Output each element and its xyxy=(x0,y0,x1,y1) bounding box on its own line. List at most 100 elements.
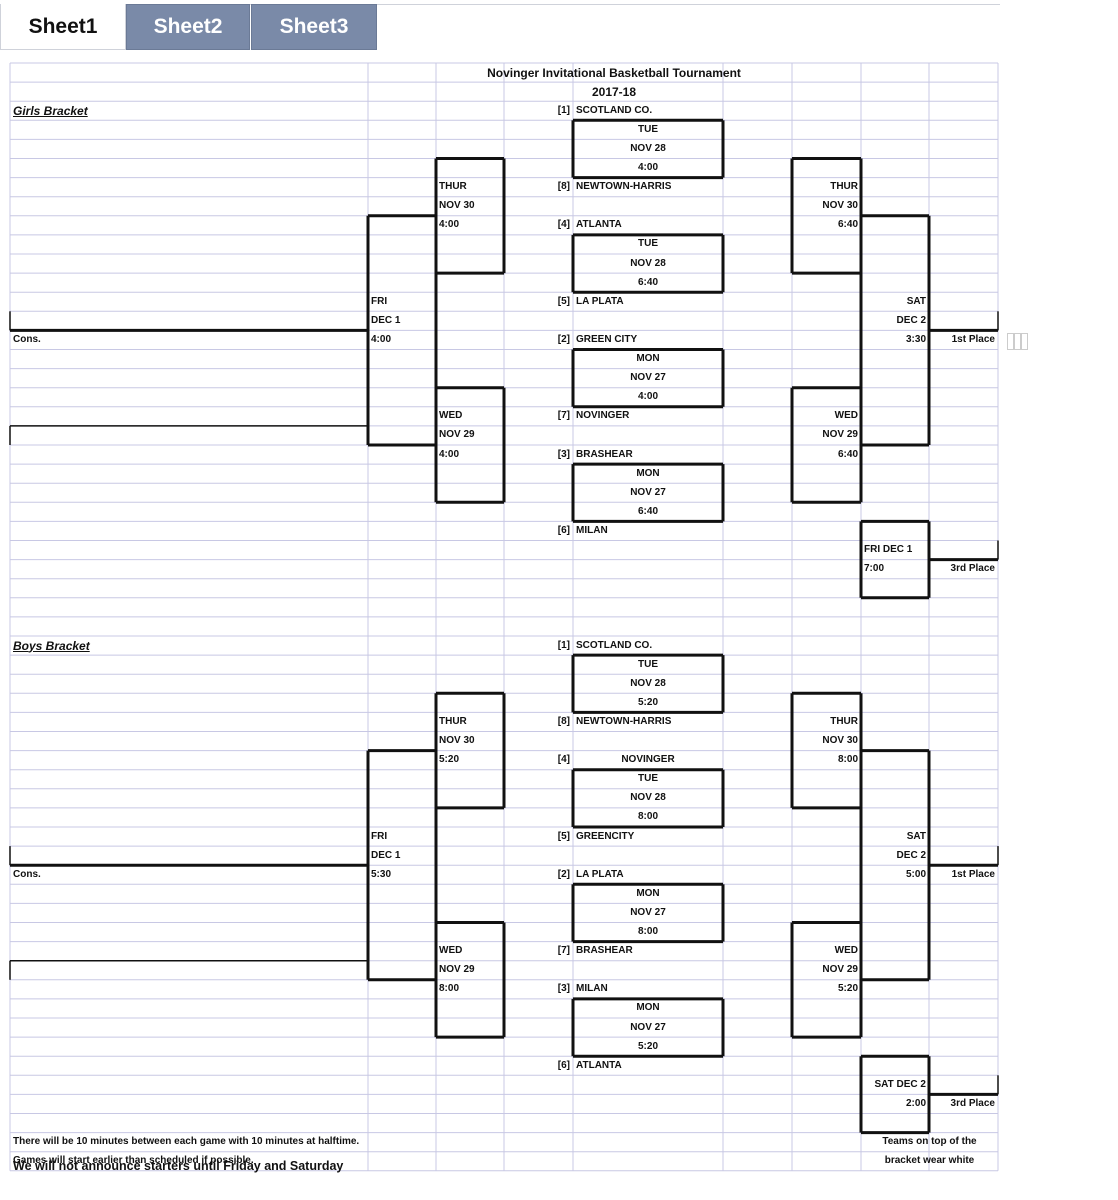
seed-label[interactable]: [2] xyxy=(557,333,570,345)
seed-label[interactable]: [6] xyxy=(557,524,570,536)
game-time[interactable]: 5:20 xyxy=(837,983,858,995)
game-time[interactable]: 4:00 xyxy=(439,448,460,460)
third-place-game-date[interactable]: FRI DEC 1 xyxy=(864,544,913,555)
tab-sheet2[interactable]: Sheet2 xyxy=(126,4,250,50)
tournament-season[interactable]: 2017-18 xyxy=(591,84,637,99)
game-day[interactable]: SAT xyxy=(906,830,926,842)
game-day[interactable]: WED xyxy=(439,945,463,957)
game-day[interactable]: MON xyxy=(636,1002,660,1014)
seed-label[interactable]: [4] xyxy=(557,754,570,766)
game-time[interactable]: 4:00 xyxy=(637,162,658,173)
seed-label[interactable]: [5] xyxy=(557,830,570,842)
team-name[interactable]: NEWTOWN-HARRIS xyxy=(576,715,672,727)
team-name[interactable]: MILAN xyxy=(576,524,608,536)
game-time[interactable]: 8:00 xyxy=(439,983,460,995)
game-day[interactable]: MON xyxy=(636,353,660,364)
team-name[interactable]: MILAN xyxy=(576,983,608,995)
game-time[interactable]: 6:40 xyxy=(837,448,858,460)
game-time[interactable]: 6:40 xyxy=(637,505,658,517)
game-time[interactable]: 5:00 xyxy=(905,868,926,880)
game-date[interactable]: NOV 30 xyxy=(439,200,475,212)
game-time[interactable]: 8:00 xyxy=(837,754,858,766)
game-day[interactable]: THUR xyxy=(439,715,467,727)
game-date[interactable]: NOV 29 xyxy=(439,429,475,441)
tab-sheet1[interactable]: Sheet1 xyxy=(0,4,126,50)
game-date[interactable]: NOV 27 xyxy=(630,906,666,918)
game-time[interactable]: 5:20 xyxy=(439,754,460,766)
tournament-title[interactable]: Novinger Invitational Basketball Tournam… xyxy=(487,65,741,80)
game-time[interactable]: 5:20 xyxy=(637,696,658,708)
game-time[interactable]: 4:00 xyxy=(637,391,658,403)
seed-label[interactable]: [8] xyxy=(557,715,570,727)
note-right[interactable]: bracket wear white xyxy=(884,1155,975,1167)
note-line[interactable]: We will not announce starters until Frid… xyxy=(13,1159,344,1173)
first-place-label[interactable]: 1st Place xyxy=(951,333,995,345)
game-time[interactable]: 8:00 xyxy=(637,926,658,937)
game-day[interactable]: WED xyxy=(439,410,463,422)
game-day[interactable]: FRI xyxy=(371,295,388,307)
seed-label[interactable]: [4] xyxy=(557,219,570,231)
game-day[interactable]: FRI xyxy=(371,830,388,842)
game-day[interactable]: MON xyxy=(636,467,660,479)
game-date[interactable]: DEC 1 xyxy=(371,314,401,326)
team-name[interactable]: GREEN CITY xyxy=(576,333,638,345)
third-place-game-date[interactable]: SAT DEC 2 xyxy=(874,1078,927,1090)
game-date[interactable]: NOV 30 xyxy=(822,200,858,212)
seed-label[interactable]: [5] xyxy=(557,295,570,307)
team-name[interactable]: ATLANTA xyxy=(576,219,622,231)
third-place-label[interactable]: 3rd Place xyxy=(950,1097,995,1109)
game-date[interactable]: NOV 28 xyxy=(630,677,666,689)
bracket-label[interactable]: Girls Bracket xyxy=(13,103,88,118)
seed-label[interactable]: [8] xyxy=(557,181,570,193)
game-date[interactable]: NOV 29 xyxy=(822,429,858,441)
game-date[interactable]: NOV 27 xyxy=(630,372,666,384)
game-time[interactable]: 5:30 xyxy=(371,868,392,880)
team-name[interactable]: LA PLATA xyxy=(576,868,624,880)
team-name[interactable]: LA PLATA xyxy=(576,295,624,307)
game-date[interactable]: NOV 29 xyxy=(439,964,475,976)
game-day[interactable]: WED xyxy=(834,410,858,422)
team-name[interactable]: SCOTLAND CO. xyxy=(576,639,653,651)
third-place-label[interactable]: 3rd Place xyxy=(950,563,995,575)
note-line[interactable]: Games will start earlier than scheduled … xyxy=(13,1155,254,1167)
seed-label[interactable]: [2] xyxy=(557,868,570,880)
game-day[interactable]: MON xyxy=(636,887,660,899)
seed-label[interactable]: [6] xyxy=(557,1059,570,1071)
third-place-game-time[interactable]: 7:00 xyxy=(864,563,885,575)
seed-label[interactable]: [7] xyxy=(557,945,570,957)
game-date[interactable]: NOV 30 xyxy=(439,735,475,746)
game-date[interactable]: NOV 30 xyxy=(822,735,858,746)
game-day[interactable]: SAT xyxy=(906,295,926,307)
game-date[interactable]: DEC 2 xyxy=(896,849,926,861)
game-day[interactable]: THUR xyxy=(439,181,467,193)
seed-label[interactable]: [1] xyxy=(557,639,570,651)
game-day[interactable]: TUE xyxy=(638,658,658,670)
game-date[interactable]: NOV 27 xyxy=(630,486,666,498)
game-date[interactable]: NOV 28 xyxy=(630,792,666,804)
game-day[interactable]: TUE xyxy=(638,123,658,135)
game-date[interactable]: NOV 28 xyxy=(630,142,666,154)
tab-sheet3[interactable]: Sheet3 xyxy=(251,4,377,50)
game-time[interactable]: 6:40 xyxy=(837,219,858,231)
game-time[interactable]: 4:00 xyxy=(439,219,460,231)
note-line[interactable]: There will be 10 minutes between each ga… xyxy=(13,1136,360,1148)
game-time[interactable]: 3:30 xyxy=(905,333,926,345)
game-date[interactable]: NOV 27 xyxy=(630,1021,666,1033)
team-name[interactable]: NOVINGER xyxy=(621,754,675,766)
seed-label[interactable]: [3] xyxy=(557,448,570,460)
game-date[interactable]: NOV 29 xyxy=(822,964,858,976)
note-right[interactable]: Teams on top of the xyxy=(882,1136,977,1148)
consolation-label[interactable]: Cons. xyxy=(13,333,41,345)
game-time[interactable]: 6:40 xyxy=(637,276,658,288)
game-date[interactable]: NOV 28 xyxy=(630,257,666,269)
team-name[interactable]: GREENCITY xyxy=(576,830,635,842)
seed-label[interactable]: [1] xyxy=(557,104,570,116)
seed-label[interactable]: [3] xyxy=(557,983,570,995)
game-day[interactable]: WED xyxy=(834,945,858,957)
team-name[interactable]: BRASHEAR xyxy=(576,448,633,460)
game-date[interactable]: DEC 1 xyxy=(371,849,401,861)
game-day[interactable]: TUE xyxy=(638,773,658,785)
game-date[interactable]: DEC 2 xyxy=(896,314,926,326)
game-day[interactable]: TUE xyxy=(638,238,658,250)
